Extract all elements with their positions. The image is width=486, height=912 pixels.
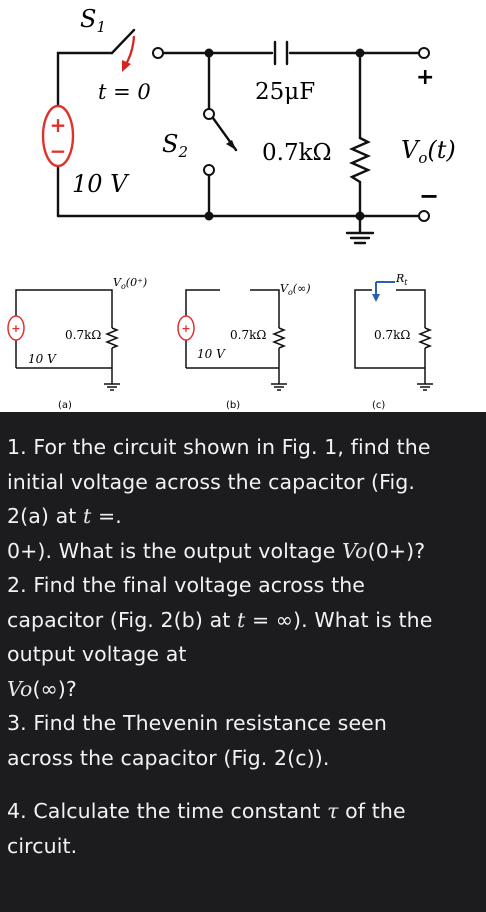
fig2b-vo-label: Vo(∞) — [280, 282, 311, 297]
junction-dot-3 — [204, 211, 214, 221]
fig2a-resistor-label: 0.7kΩ — [65, 328, 101, 342]
fig2c-caption: (c) — [372, 400, 385, 411]
fig2a-vo-label: Vo(0⁺) — [113, 276, 147, 291]
fig2c-rt-arrow — [375, 281, 395, 296]
q4-line-1: 4. Calculate the time constant τ of the — [7, 799, 406, 823]
q1-line-4: 0+). What is the output voltage Vo(0+)? — [7, 538, 426, 563]
left-top-wire — [56, 51, 114, 108]
q2-line-4: Vo(∞)? — [7, 676, 77, 701]
question-1: 1. For the circuit shown in Fig. 1, find… — [7, 430, 483, 863]
q1-line-2: initial voltage across the capacitor (Fi… — [7, 469, 416, 494]
switch2-arrow-head — [226, 140, 236, 150]
capacitor-label: 25μF — [255, 79, 315, 105]
junction-dot-4 — [355, 211, 365, 221]
source-plus: + — [50, 113, 67, 137]
fig2b-source-label: 10 V — [197, 347, 226, 361]
fig2c-rt-arrow-head — [372, 294, 380, 302]
fig2c-rt-label: Rt — [395, 272, 408, 287]
q4-line-2: circuit. — [7, 833, 78, 858]
output-minus: − — [419, 182, 439, 210]
switch1-contact — [152, 47, 164, 59]
fig2c-resistor-label: 0.7kΩ — [374, 328, 410, 342]
fig2b-caption: (b) — [226, 400, 240, 411]
fig2a-source-label: 10 V — [28, 352, 57, 366]
resistor-zigzag — [349, 136, 371, 184]
q2-line-3: output voltage at — [7, 642, 187, 666]
source-minus: − — [50, 139, 67, 163]
fig2a-caption: (a) — [58, 400, 72, 411]
fig2b-source — [177, 315, 195, 341]
switch2-contact-top — [203, 108, 215, 120]
resistor-label: 0.7kΩ — [262, 140, 332, 166]
output-terminal-bottom — [418, 210, 430, 222]
fig2a-wiring — [15, 289, 120, 391]
circuit-figure: + − S1 t = 0 S2 25μF 0.7kΩ 10 V + Vo(t) … — [0, 0, 486, 412]
fig2a-source-plus: + — [11, 322, 20, 335]
fig2b-wiring — [185, 289, 287, 391]
fig2a-source — [7, 315, 25, 341]
switch1-arrow-head — [122, 60, 131, 72]
voltage-source: + − — [41, 104, 75, 168]
switch1-arrow — [125, 35, 136, 65]
output-voltage-label: Vo(t) — [401, 136, 456, 167]
circuit-diagram: + − S1 t = 0 S2 25μF 0.7kΩ 10 V + Vo(t) … — [7, 5, 456, 411]
q2-line-1: 2. Find the final voltage across the — [7, 573, 366, 597]
fig2b-source-plus: + — [181, 322, 190, 335]
output-terminal-top — [418, 47, 430, 59]
fig2c-wiring — [354, 289, 433, 391]
switch1-blade — [110, 28, 136, 55]
q3-line-2: across the capacitor (Fig. 2(c)). — [7, 745, 330, 770]
switch2-label: S2 — [162, 130, 188, 161]
switch1-label: S1 — [80, 5, 106, 36]
q1-line-3: 2(a) at t =. — [7, 504, 122, 528]
q1-line-1: 1. For the circuit shown in Fig. 1, find… — [7, 435, 431, 459]
question-text-panel: 1. For the circuit shown in Fig. 1, find… — [0, 412, 486, 912]
junction-dot-1 — [204, 48, 214, 58]
q3-line-1: 3. Find the Thevenin resistance seen — [7, 711, 387, 735]
q2-line-2: capacitor (Fig. 2(b) at t = ∞). What is … — [7, 607, 433, 632]
switch1-time-label: t = 0 — [98, 80, 151, 104]
source-label: 10 V — [72, 170, 130, 198]
switch2-contact-bottom — [203, 164, 215, 176]
junction-dot-2 — [355, 48, 365, 58]
output-plus: + — [416, 65, 434, 90]
fig2b-resistor-label: 0.7kΩ — [230, 328, 266, 342]
